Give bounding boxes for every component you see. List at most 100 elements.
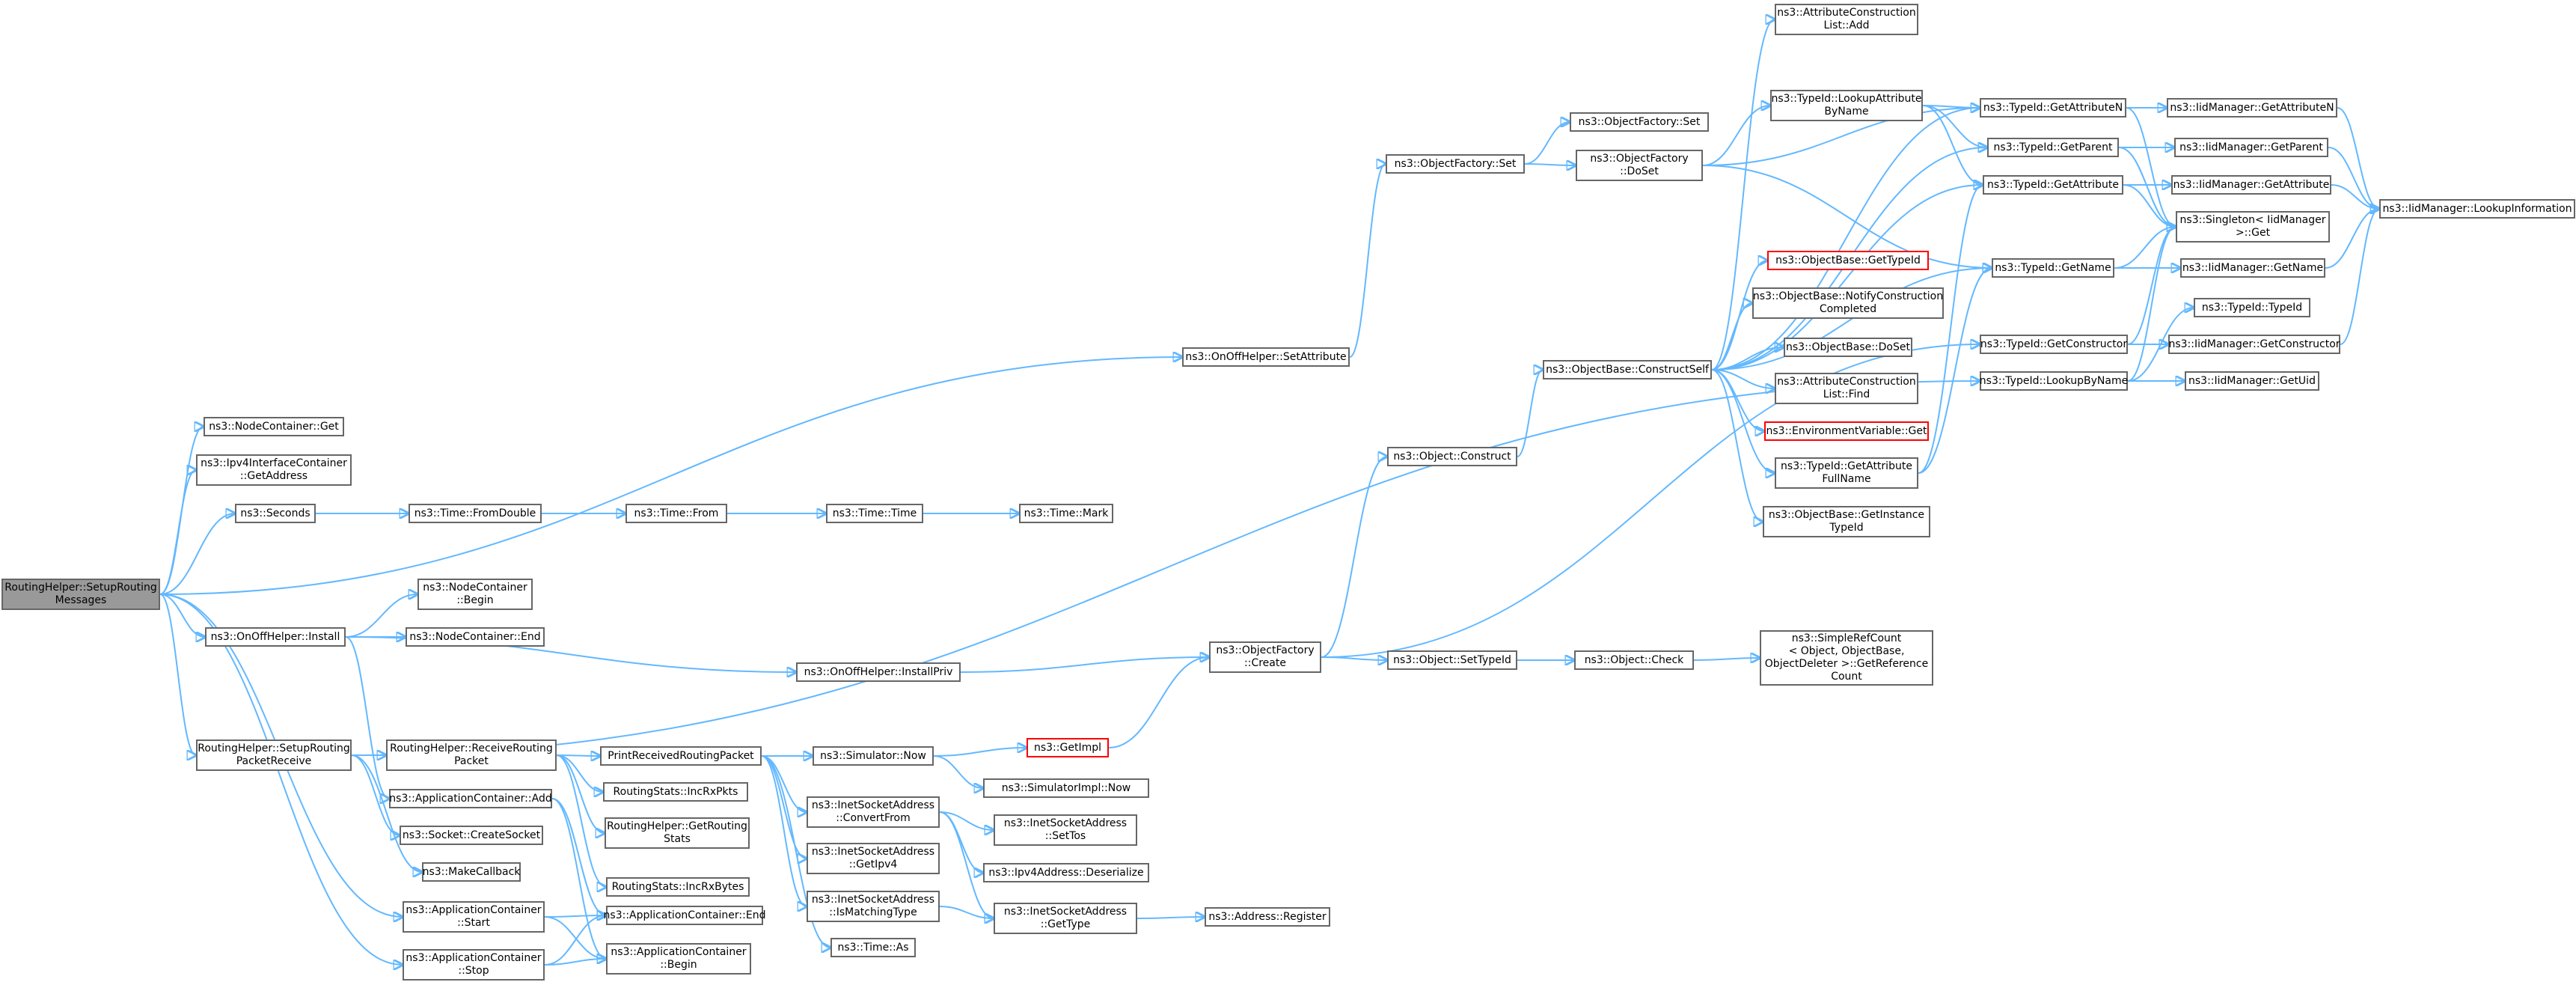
node-label-line: ns3::Ipv4Address::Deserialize [988,866,1144,879]
node-getattribute[interactable]: ns3::TypeId::GetAttribute [1983,175,2123,195]
node-createsocket[interactable]: ns3::Socket::CreateSocket [400,826,543,845]
node-of-set2[interactable]: ns3::ObjectFactory::Set [1570,112,1709,132]
node-label-line: ns3::Time::Time [832,507,917,519]
node-label-line: ns3::TypeId::GetAttributeN [1983,101,2123,114]
node-installpriv[interactable]: ns3::OnOffHelper::InstallPriv [796,662,961,682]
node-iid-getconstructor[interactable]: ns3::IidManager::GetConstructor [2168,335,2340,354]
node-of-doset[interactable]: ns3::ObjectFactory::DoSet [1576,150,1703,181]
node-ac-stop[interactable]: ns3::ApplicationContainer::Stop [403,949,545,981]
node-iid-getattrn[interactable]: ns3::IidManager::GetAttributeN [2167,98,2337,118]
node-iid-getname[interactable]: ns3::IidManager::GetName [2180,258,2325,278]
edge-of-create-to-obj-construct [1321,457,1387,658]
node-label-line: ns3::IidManager::GetUid [2188,374,2316,387]
node-label-line: < Object, ObjectBase, [1788,645,1905,657]
node-lookupinfo[interactable]: ns3::IidManager::LookupInformation [2379,199,2575,219]
node-iid-getattribute[interactable]: ns3::IidManager::GetAttribute [2171,175,2331,195]
node-label-line: ns3::ApplicationContainer::Add [389,792,552,805]
node-label-line: RoutingHelper::GetRouting [607,820,747,832]
node-getipv4[interactable]: ns3::InetSocketAddress::GetIpv4 [807,843,940,874]
node-simplerefcount[interactable]: ns3::SimpleRefCount< Object, ObjectBase,… [1760,630,1933,686]
node-envvar[interactable]: ns3::EnvironmentVariable::Get [1764,421,1929,441]
node-label-line: RoutingHelper::ReceiveRouting [390,742,553,754]
node-nc-get[interactable]: ns3::NodeContainer::Get [204,417,344,436]
node-getparent[interactable]: ns3::TypeId::GetParent [1987,138,2119,157]
node-nc-end[interactable]: ns3::NodeContainer::End [406,627,545,647]
edge-ob-constructself-to-getattrn [1711,108,1980,370]
node-time[interactable]: ns3::Time::Time [826,504,923,523]
edge-installpriv-to-of-create [960,657,1209,673]
edge-ob-constructself-to-getname [1711,268,1992,370]
node-obj-check[interactable]: ns3::Object::Check [1574,650,1694,670]
node-ismatching[interactable]: ns3::InetSocketAddress::IsMatchingType [807,891,940,922]
node-label-line: ns3::Seconds [240,507,310,519]
node-seconds[interactable]: ns3::Seconds [235,504,316,523]
node-ac-end[interactable]: ns3::ApplicationContainer::End [604,906,765,925]
node-ob-constructself[interactable]: ns3::ObjectBase::ConstructSelf [1543,360,1712,379]
edge-printrecv-to-time-as [761,755,830,948]
node-nc-begin[interactable]: ns3::NodeContainer::Begin [417,579,533,610]
edge-ob-constructself-to-ob-notify [1711,303,1752,370]
node-convertfrom[interactable]: ns3::InetSocketAddress::ConvertFrom [807,796,940,828]
edge-iid-getparent-to-lookupinfo [2328,147,2379,209]
node-label-line: ns3::Simulator::Now [820,749,926,762]
node-makecallback[interactable]: ns3::MakeCallback [422,862,521,882]
node-ob-doset[interactable]: ns3::ObjectBase::DoSet [1784,338,1912,357]
edge-lookupbyname-to-singleton [2127,227,2176,382]
node-ob-gettypeid[interactable]: ns3::ObjectBase::GetTypeId [1767,251,1929,270]
node-setattr[interactable]: ns3::OnOffHelper::SetAttribute [1182,347,1350,367]
node-of-create[interactable]: ns3::ObjectFactory::Create [1209,641,1321,673]
node-of-set[interactable]: ns3::ObjectFactory::Set [1386,154,1525,174]
node-obj-construct[interactable]: ns3::Object::Construct [1387,447,1517,466]
node-label-line: ns3::TypeId::LookupByName [1979,374,2129,387]
node-onoff-install[interactable]: ns3::OnOffHelper::Install [205,627,346,647]
node-label-line: ns3::IidManager::GetName [2182,261,2324,274]
node-label-line: ::GetType [1040,918,1091,930]
node-deserialize[interactable]: ns3::Ipv4Address::Deserialize [983,863,1149,882]
node-sim-now[interactable]: ns3::Simulator::Now [813,746,934,766]
node-iid-getparent[interactable]: ns3::IidManager::GetParent [2174,138,2328,157]
node-label-line: ns3::OnOffHelper::Install [210,630,340,643]
node-fromdouble[interactable]: ns3::Time::FromDouble [409,504,542,523]
node-settypeid[interactable]: ns3::Object::SetTypeId [1387,650,1517,670]
node-iid-getuid[interactable]: ns3::IidManager::GetUid [2185,371,2319,391]
edge-onoff-install-to-ac-add [345,636,389,799]
node-incrxbytes[interactable]: RoutingStats::IncRxBytes [606,877,750,897]
node-typeid-typeid[interactable]: ns3::TypeId::TypeId [2194,298,2310,317]
node-getattrn[interactable]: ns3::TypeId::GetAttributeN [1980,98,2126,118]
node-label-line: ns3::ObjectBase::GetTypeId [1775,254,1921,266]
node-time-as[interactable]: ns3::Time::As [830,938,916,957]
node-getname[interactable]: ns3::TypeId::GetName [1992,258,2114,278]
node-getimpl[interactable]: ns3::GetImpl [1027,738,1109,757]
node-from[interactable]: ns3::Time::From [625,504,727,523]
edge-ob-constructself-to-getattrfull [1711,369,1775,473]
node-simimpl-now[interactable]: ns3::SimulatorImpl::Now [983,778,1149,798]
node-ac-begin[interactable]: ns3::ApplicationContainer::Begin [606,943,751,975]
edge-setuprecv-to-lookupbyname [351,381,1980,756]
node-getconstructor[interactable]: ns3::TypeId::GetConstructor [1980,335,2128,354]
edge-lookupattr-to-getattribute [1922,105,1983,185]
node-singleton[interactable]: ns3::Singleton< IidManager >::Get [2176,211,2330,243]
node-gettype[interactable]: ns3::InetSocketAddress::GetType [994,903,1137,934]
node-label-line: ns3::GetImpl [1033,741,1101,754]
node-label-line: List::Find [1823,388,1870,400]
node-addr-register[interactable]: ns3::Address::Register [1205,907,1330,927]
node-mark[interactable]: ns3::Time::Mark [1019,504,1113,523]
node-settos[interactable]: ns3::InetSocketAddress::SetTos [994,814,1137,846]
node-incrxpkts[interactable]: RoutingStats::IncRxPkts [603,782,748,802]
node-ac-add[interactable]: ns3::ApplicationContainer::Add [389,789,552,808]
node-ipv4ic[interactable]: ns3::Ipv4InterfaceContainer::GetAddress [196,454,352,486]
edge-recvpkt-to-incrxpkts [556,754,603,792]
node-lookupbyname[interactable]: ns3::TypeId::LookupByName [1980,371,2128,391]
node-ac-start[interactable]: ns3::ApplicationContainer::Start [403,901,545,933]
node-printrecv[interactable]: PrintReceivedRoutingPacket [600,746,762,766]
